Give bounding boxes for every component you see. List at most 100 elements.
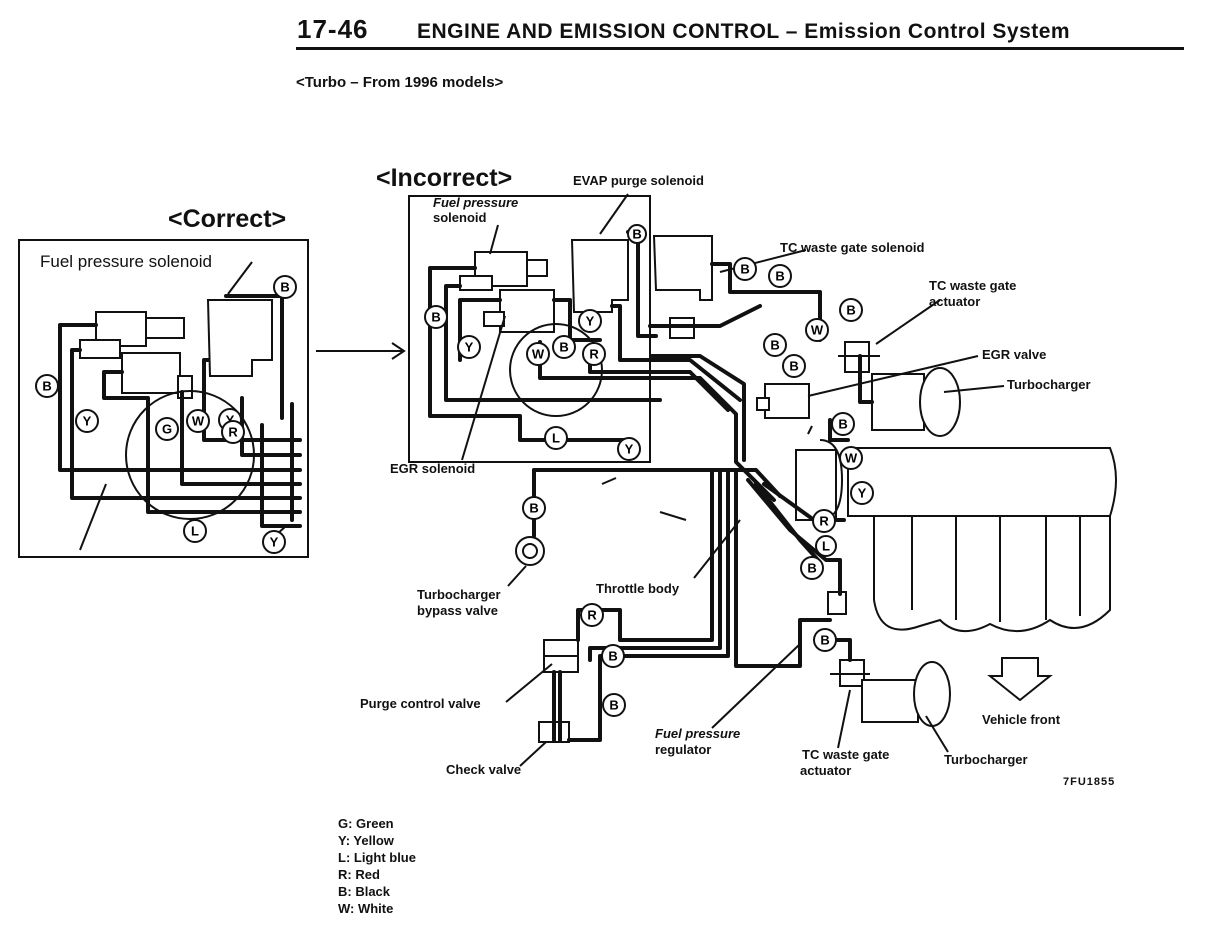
tc-waste-gate-actuator-label-1: TC waste gate <box>929 278 1017 293</box>
svg-text:Y: Y <box>465 340 474 355</box>
legend-item: R: Red <box>338 867 380 882</box>
incorrect-inset-frame <box>408 195 651 463</box>
incorrect-fuel-pressure-solenoid-label-1: Fuel pressure <box>433 195 519 210</box>
color-tag-r: R <box>580 603 604 627</box>
svg-text:B: B <box>838 417 847 432</box>
svg-text:Y: Y <box>858 486 867 501</box>
svg-text:B: B <box>820 633 829 648</box>
turbocharger-lower-body <box>861 661 951 727</box>
legend-item: G: Green <box>338 816 394 831</box>
color-tag-b: B <box>602 693 626 717</box>
page-number: 17-46 <box>297 14 369 44</box>
svg-text:Y: Y <box>625 442 634 457</box>
purge-control-valve-label: Purge control valve <box>360 696 481 711</box>
tc-waste-gate-actuator-label-2: actuator <box>929 294 981 309</box>
color-legend: G: Green Y: Yellow L: Light blue R: Red … <box>338 815 416 917</box>
color-tag-b: B <box>733 257 757 281</box>
egr-solenoid-label: EGR solenoid <box>390 461 476 476</box>
svg-text:Y: Y <box>83 414 92 429</box>
svg-text:Y: Y <box>226 413 235 428</box>
svg-text:B: B <box>529 501 538 516</box>
page-subtitle: <Turbo – From 1996 models> <box>296 74 504 91</box>
svg-text:B: B <box>770 338 779 353</box>
leader-lines <box>461 193 1005 767</box>
turbocharger-lower-label: Turbocharger <box>944 752 1028 767</box>
svg-text:R: R <box>228 425 238 440</box>
fuel-pressure-regulator-label-2: regulator <box>655 742 712 757</box>
svg-text:W: W <box>532 347 545 362</box>
color-tag-l: L <box>815 535 837 557</box>
svg-text:L: L <box>191 524 199 539</box>
svg-text:G: G <box>162 422 172 437</box>
fuel-pressure-regulator-body <box>827 591 847 615</box>
incorrect-heading: <Incorrect> <box>376 164 513 192</box>
egr-valve-label: EGR valve <box>982 347 1047 362</box>
color-tag-b: B <box>763 333 787 357</box>
incorrect-fuel-pressure-solenoid-label-2: solenoid <box>433 210 487 225</box>
vehicle-front-arrow-icon <box>987 657 1053 702</box>
incorrect-evap-purge-solenoid <box>570 239 629 313</box>
svg-text:B: B <box>740 262 749 277</box>
turbocharger-label: Turbocharger <box>1007 377 1091 392</box>
color-tag-b: B <box>424 305 448 329</box>
color-tags: B B Y Y G W R L Y B B B B Y Y W B R L Y … <box>35 224 874 717</box>
turbocharger-upper-body <box>871 367 961 437</box>
color-tag-w: W <box>805 318 829 342</box>
svg-text:R: R <box>819 514 829 529</box>
color-tag-b: B <box>813 628 837 652</box>
svg-text:B: B <box>807 561 816 576</box>
throttle-body-label: Throttle body <box>596 581 680 596</box>
color-tag-b: B <box>35 374 59 398</box>
color-tag-y: Y <box>617 437 641 461</box>
svg-text:B: B <box>559 340 568 355</box>
turbocharger-bypass-valve-body <box>515 536 545 566</box>
correct-fuel-pressure-solenoid <box>79 311 185 359</box>
incorrect-fuel-pressure-solenoid <box>459 251 548 291</box>
svg-text:R: R <box>587 608 597 623</box>
svg-text:B: B <box>431 310 440 325</box>
legend-item: B: Black <box>338 884 391 899</box>
color-tag-b: B <box>831 412 855 436</box>
svg-text:L: L <box>552 431 560 446</box>
legend-item: W: White <box>338 901 394 916</box>
tc-waste-gate-solenoid-body <box>652 235 713 339</box>
color-tag-r: R <box>582 342 606 366</box>
correct-evap-purge-solenoid <box>206 299 273 377</box>
color-tag-b: B <box>273 275 297 299</box>
tc-waste-gate-actuator-lower-label-2: actuator <box>800 763 852 778</box>
legend-item: L: Light blue <box>338 850 416 865</box>
correct-fuel-pressure-solenoid-label: Fuel pressure solenoid <box>40 252 212 271</box>
legend-item: Y: Yellow <box>338 833 394 848</box>
color-tag-w: W <box>526 342 550 366</box>
color-tag-r: R <box>221 420 245 444</box>
color-tag-y: Y <box>262 530 286 554</box>
color-tag-b: B <box>800 556 824 580</box>
evap-purge-solenoid-label: EVAP purge solenoid <box>573 173 704 188</box>
header-rule <box>296 47 1184 50</box>
egr-valve-body <box>756 383 810 419</box>
svg-text:Y: Y <box>270 535 279 550</box>
color-tag-y: Y <box>578 309 602 333</box>
correct-hoses <box>58 294 302 528</box>
throttle-body-unit <box>795 439 844 521</box>
page-title: ENGINE AND EMISSION CONTROL – Emission C… <box>417 20 1071 43</box>
turbocharger-bypass-valve-label-1: Turbocharger <box>417 587 501 602</box>
figure-code: 7FU1855 <box>1063 776 1116 788</box>
color-tag-b: B <box>768 264 792 288</box>
vehicle-front-label: Vehicle front <box>982 712 1061 727</box>
svg-text:B: B <box>789 359 798 374</box>
svg-text:B: B <box>632 227 641 242</box>
svg-text:W: W <box>192 414 205 429</box>
arrow-right-icon <box>316 342 406 360</box>
color-tag-y: Y <box>457 335 481 359</box>
correct-heading: <Correct> <box>168 205 287 233</box>
tc-waste-gate-actuator-upper <box>838 341 880 373</box>
tc-waste-gate-solenoid-label: TC waste gate solenoid <box>780 240 925 255</box>
intake-manifold <box>847 447 1117 633</box>
color-tag-y: Y <box>850 481 874 505</box>
color-tag-b: B <box>522 496 546 520</box>
svg-text:B: B <box>608 649 617 664</box>
svg-text:L: L <box>822 539 830 554</box>
svg-text:W: W <box>845 451 858 466</box>
